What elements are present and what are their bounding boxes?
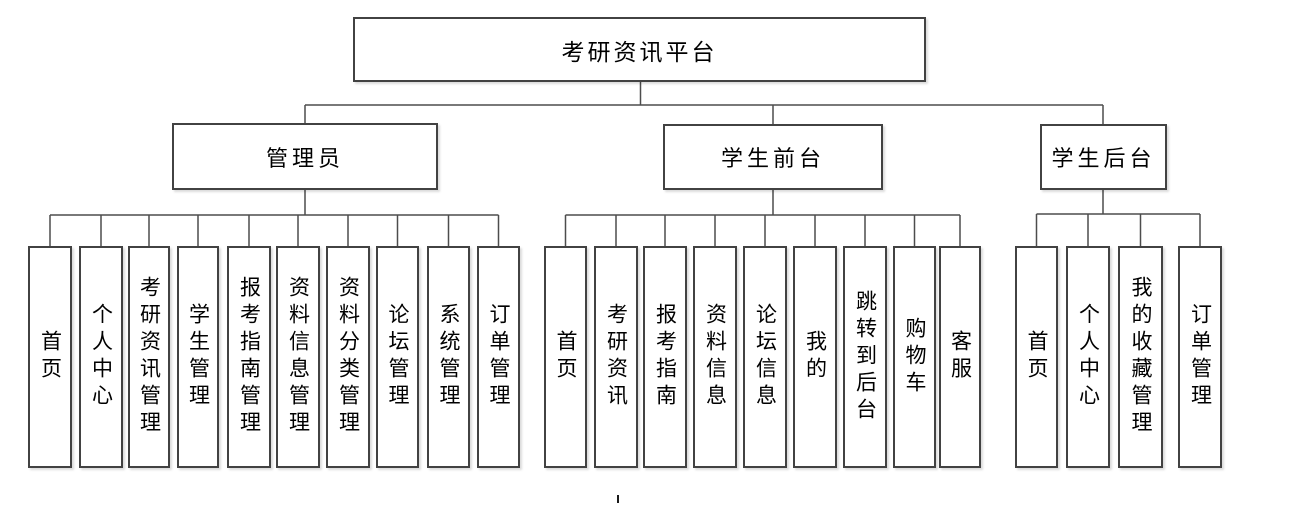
- leaf-node: 资料信息管理: [276, 246, 320, 468]
- leaf-label: 资料信息: [703, 303, 728, 411]
- leaf-label: 论坛信息: [753, 303, 778, 411]
- connector-admin: [49, 190, 500, 246]
- leaf-label: 学生管理: [186, 303, 211, 411]
- leaf-node: 报考指南管理: [227, 246, 271, 468]
- leaf-label: 跳转到后台: [853, 289, 878, 425]
- leaf-label: 资料分类管理: [336, 276, 361, 438]
- leaf-label: 订单管理: [1188, 303, 1213, 411]
- leaf-label: 论坛管理: [386, 303, 410, 411]
- leaf-label: 考研资讯管理: [137, 276, 162, 438]
- leaf-node: 系统管理: [427, 246, 470, 468]
- leaf-label: 订单管理: [487, 303, 511, 411]
- leaf-label: 个人中心: [89, 303, 114, 411]
- leaf-node: 客服: [939, 246, 981, 468]
- leaf-node: 考研资讯管理: [128, 246, 170, 468]
- branch-node-student-back: 学生后台: [1040, 124, 1167, 190]
- leaf-node: 论坛信息: [743, 246, 787, 468]
- leaf-node: 订单管理: [477, 246, 520, 468]
- leaf-node: 首页: [544, 246, 587, 468]
- cursor-artifact: [617, 495, 619, 503]
- leaf-label: 首页: [554, 330, 578, 384]
- leaf-node: 考研资讯: [594, 246, 638, 468]
- leaf-node: 首页: [1015, 246, 1058, 468]
- leaf-label: 报考指南: [653, 303, 678, 411]
- leaf-node: 报考指南: [643, 246, 687, 468]
- leaf-label: 系统管理: [437, 303, 461, 411]
- leaf-node: 订单管理: [1178, 246, 1222, 468]
- leaf-node: 个人中心: [1066, 246, 1110, 468]
- leaf-label: 考研资讯: [604, 303, 629, 411]
- leaf-node: 我的: [793, 246, 837, 468]
- branch-node-admin: 管理员: [172, 123, 438, 190]
- leaf-label: 首页: [1025, 330, 1049, 384]
- leaf-node: 资料信息: [693, 246, 737, 468]
- leaf-node: 我的收藏管理: [1118, 246, 1163, 468]
- connector-student-back: [1035, 190, 1201, 246]
- leaf-node: 购物车: [893, 246, 936, 468]
- leaf-label: 客服: [948, 330, 973, 384]
- leaf-label: 首页: [38, 330, 63, 384]
- leaf-label: 资料信息管理: [286, 276, 311, 438]
- leaf-label: 我的收藏管理: [1129, 276, 1153, 438]
- leaf-node: 论坛管理: [376, 246, 419, 468]
- branch-node-student-front: 学生前台: [663, 124, 883, 190]
- leaf-label: 我的: [803, 330, 828, 384]
- leaf-node: 跳转到后台: [843, 246, 887, 468]
- leaf-node: 学生管理: [177, 246, 219, 468]
- connector-root: [304, 82, 1104, 124]
- leaf-node: 首页: [28, 246, 72, 468]
- leaf-label: 个人中心: [1076, 303, 1101, 411]
- connector-student-front: [564, 190, 961, 246]
- leaf-node: 个人中心: [79, 246, 123, 468]
- leaf-label: 报考指南管理: [237, 276, 262, 438]
- leaf-label: 购物车: [903, 316, 927, 398]
- leaf-node: 资料分类管理: [326, 246, 370, 468]
- root-node: 考研资讯平台: [353, 17, 926, 82]
